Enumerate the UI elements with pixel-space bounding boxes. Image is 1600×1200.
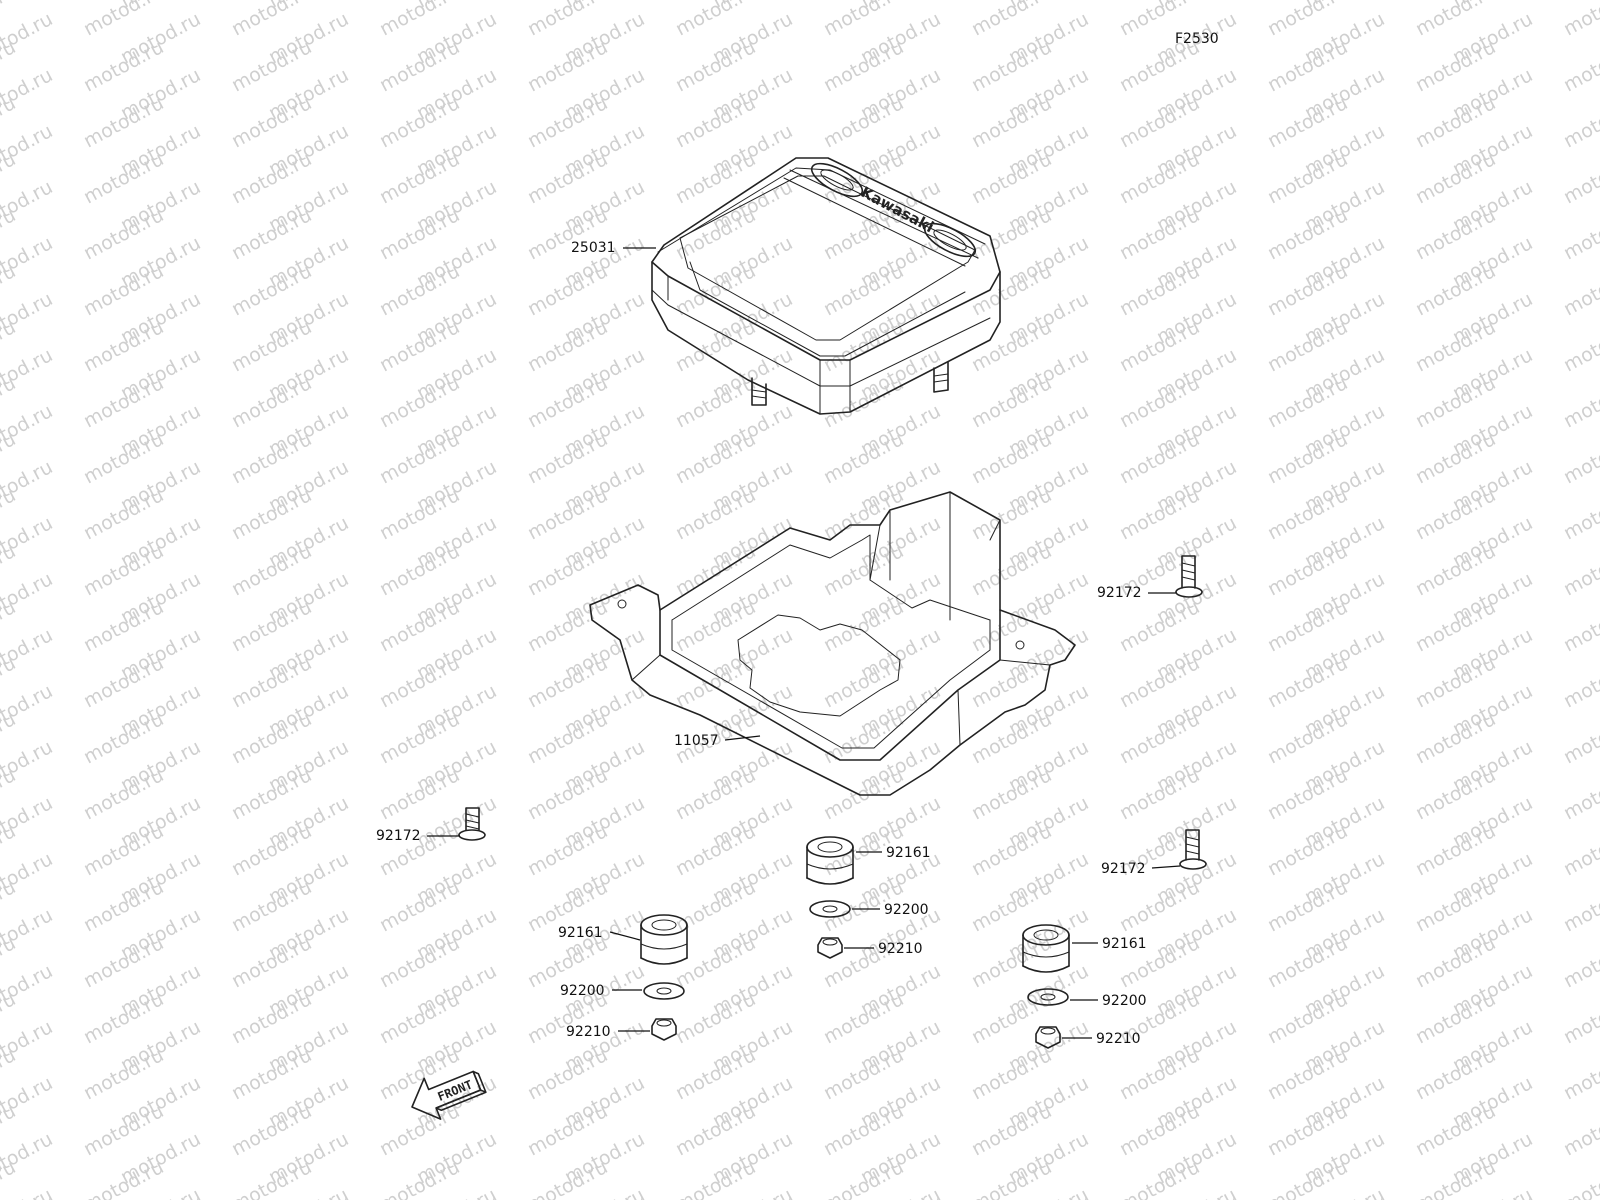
watermark-text: motod.ru xyxy=(1560,932,1600,992)
watermark-text: motod.ru xyxy=(1560,428,1600,488)
watermark-text: motod.ru xyxy=(1560,1156,1600,1200)
meter-stud-left xyxy=(751,377,767,406)
watermark-text: motod.ru xyxy=(1560,484,1600,544)
washer-92200-right[interactable] xyxy=(1027,988,1069,1006)
watermark-text: motod.ru xyxy=(80,1156,167,1200)
nut-92210-right[interactable] xyxy=(1035,1026,1061,1049)
nut-92210-center[interactable] xyxy=(817,937,843,959)
watermark-text: motod.ru xyxy=(1116,1156,1203,1200)
watermark-text: motod.ru xyxy=(1560,372,1600,432)
watermark-text: motod.ru xyxy=(1264,1156,1351,1200)
watermark-text: motod.ru xyxy=(1560,1044,1600,1104)
watermark-text: motod.ru xyxy=(1560,92,1600,152)
indicator-lamp-right-icon xyxy=(923,222,977,258)
watermark-text: motod.ru xyxy=(1560,652,1600,712)
watermark-text: motod.ru xyxy=(1560,708,1600,768)
watermark-text: motod.ru xyxy=(672,1156,759,1200)
meter-assembly-25031[interactable]: Kawasaki xyxy=(651,157,1001,415)
watermark-text: motod.ru xyxy=(820,1156,907,1200)
callout-92200-left[interactable]: 92200 xyxy=(560,983,605,999)
callout-11057[interactable]: 11057 xyxy=(674,733,719,749)
watermark-text: motod.ru xyxy=(1560,596,1600,656)
callout-25031[interactable]: 25031 xyxy=(571,240,616,256)
callout-92161-center[interactable]: 92161 xyxy=(886,845,931,861)
callout-92200-right[interactable]: 92200 xyxy=(1102,993,1147,1009)
watermark-text: motod.ru xyxy=(524,1156,611,1200)
bolt-92172-left[interactable] xyxy=(458,807,486,841)
watermark-text: motod.ru xyxy=(1560,1100,1600,1160)
meter-stud-right xyxy=(933,361,949,393)
watermark-text: motod.ru xyxy=(376,1156,463,1200)
callout-92161-right[interactable]: 92161 xyxy=(1102,936,1147,952)
callout-92172-lower-right[interactable]: 92172 xyxy=(1101,861,1146,877)
callout-92210-center[interactable]: 92210 xyxy=(878,941,923,957)
watermark-text: motod.ru xyxy=(968,1156,1055,1200)
watermark-text: motod.ru xyxy=(1560,316,1600,376)
watermark-text: motod.ru xyxy=(1560,148,1600,208)
watermark-text: motod.ru xyxy=(1560,0,1600,40)
watermark-text: motod.ru xyxy=(1560,876,1600,936)
watermark-text: motod.ru xyxy=(228,1156,315,1200)
indicator-lamp-left-icon xyxy=(810,162,864,198)
callout-92200-center[interactable]: 92200 xyxy=(884,902,929,918)
watermark-text: motod.ru xyxy=(1560,540,1600,600)
watermark-text: motod.ru xyxy=(1412,1156,1499,1200)
leader-lines xyxy=(427,247,1181,1039)
bolt-92172-lower-right[interactable] xyxy=(1179,829,1207,870)
callout-92172-left[interactable]: 92172 xyxy=(376,828,421,844)
damper-92161-center[interactable] xyxy=(806,836,854,885)
washer-92200-left[interactable] xyxy=(643,982,685,1000)
damper-92161-right[interactable] xyxy=(1022,924,1070,973)
watermark-text: motod.ru xyxy=(0,1184,56,1200)
watermark-text: motod.ru xyxy=(1560,36,1600,96)
callout-92210-left[interactable]: 92210 xyxy=(566,1024,611,1040)
bolt-92172-right[interactable] xyxy=(1175,555,1203,598)
meter-bracket-11057[interactable] xyxy=(589,491,1076,796)
callout-92172-right[interactable]: 92172 xyxy=(1097,585,1142,601)
watermark-text: motod.ru xyxy=(1560,764,1600,824)
washer-92200-center[interactable] xyxy=(809,900,851,918)
nut-92210-left[interactable] xyxy=(651,1018,677,1041)
damper-92161-left[interactable] xyxy=(640,914,688,965)
watermark-text: motod.ru xyxy=(1560,204,1600,264)
callout-92161-left[interactable]: 92161 xyxy=(558,925,603,941)
watermark-text: motod.ru xyxy=(1560,820,1600,880)
watermark-text: motod.ru xyxy=(1560,988,1600,1048)
callout-92210-right[interactable]: 92210 xyxy=(1096,1031,1141,1047)
figure-id-label: F2530 xyxy=(1175,31,1219,47)
watermark-text: motod.ru xyxy=(1560,260,1600,320)
